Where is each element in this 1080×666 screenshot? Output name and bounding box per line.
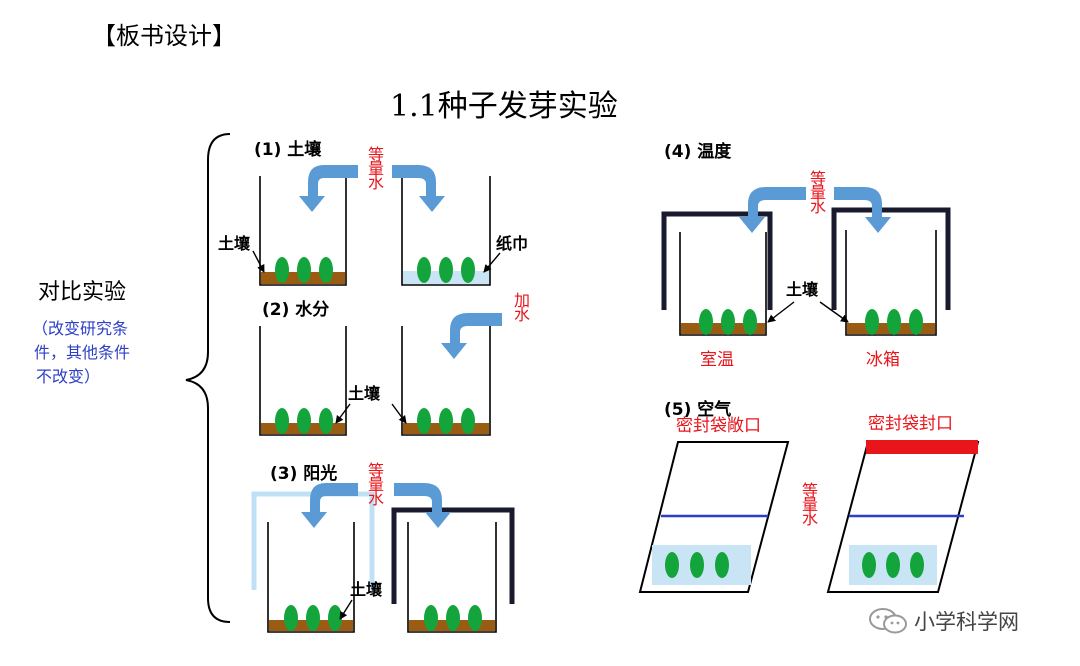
- panel-light-seeds: [284, 605, 482, 631]
- panel-temp-seeds: [699, 309, 923, 335]
- add-water-arrow: [441, 313, 502, 359]
- closed-bag-caption: 密封袋封口: [868, 414, 953, 434]
- panel-light-soil-label: 土壤: [350, 580, 383, 599]
- panel-water-soil-label: 土壤: [348, 384, 381, 403]
- section-label: 【板书设计】: [92, 22, 236, 50]
- diagram-title: 1.1种子发芽实验: [390, 89, 618, 124]
- panel-soil-label: (1) 土壤: [254, 140, 322, 160]
- panel-air-water-label: 等量水: [799, 482, 818, 524]
- room-temperature-caption: 室温: [700, 350, 734, 370]
- panel-air-label: (5) 空气: [664, 400, 732, 420]
- wechat-icon: [869, 608, 907, 634]
- panel-temp-label: (4) 温度: [664, 142, 732, 162]
- note-line-3: 不改变）: [36, 367, 101, 386]
- panel-light-water-arrows: [301, 483, 451, 528]
- closed-sealed-bag: [826, 440, 980, 593]
- panel-soil-water-arrows: [299, 165, 445, 212]
- comparison-brace: [185, 133, 231, 623]
- comparison-experiment-label: 对比实验: [38, 280, 127, 305]
- panel-soil-left-label: 土壤: [218, 234, 251, 253]
- panel-temp-water-arrows: [739, 187, 891, 233]
- open-bag-caption: 密封袋敞口: [676, 416, 761, 436]
- opaque-cover: [391, 507, 515, 604]
- fridge-caption: 冰箱: [866, 350, 900, 370]
- panel-light-label: (3) 阳光: [270, 464, 338, 484]
- panel-temp-soil-label: 土壤: [786, 280, 819, 299]
- open-sealed-bag: [638, 441, 790, 593]
- panel-soil-seeds: [275, 257, 475, 283]
- watermark-text: 小学科学网: [914, 610, 1019, 634]
- panel-water-label: (2) 水分: [262, 300, 330, 320]
- note-line-2: 件，其他条件: [34, 343, 131, 362]
- panel-soil-water-label: 等量水: [365, 146, 384, 188]
- panel-temp-water-label: 等量水: [807, 170, 826, 212]
- panel-water-seeds: [275, 408, 475, 434]
- note-line-1: （改变研究条: [32, 319, 129, 338]
- panel-light-beakers: [267, 522, 497, 633]
- panel-soil-right-label: 纸巾: [496, 234, 529, 253]
- panel-light-water-label: 等量水: [365, 462, 384, 504]
- fridge-cover: [831, 207, 951, 310]
- panel-soil-beakers: [259, 176, 491, 286]
- room-cover: [661, 211, 773, 310]
- watermark: 小学科学网: [868, 606, 1019, 636]
- panel-water-add-label: 加水: [511, 292, 530, 320]
